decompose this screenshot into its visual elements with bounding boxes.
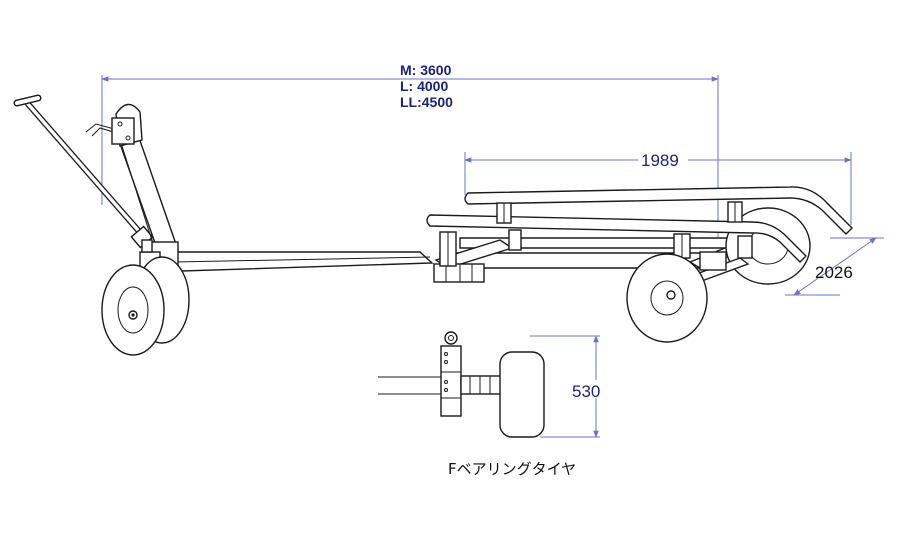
rail-support-3 [439, 231, 457, 267]
rail-support-2 [727, 201, 743, 223]
lower-rail [426, 214, 807, 263]
rail-length-label: 1989 [641, 151, 679, 170]
wheel-height-dimension: 530 [530, 335, 608, 438]
detail-caption: Fベアリングタイヤ [448, 460, 576, 478]
rear-wheel-near [626, 253, 708, 343]
steering-column [85, 103, 179, 258]
rail-support-4 [673, 233, 691, 259]
bearing-tire-detail [378, 331, 545, 438]
length-l-label: L: 4000 [400, 78, 448, 94]
length-ll-label: LL:4500 [400, 94, 453, 110]
length-m-label: M: 3600 [400, 62, 452, 78]
rail-support-6 [508, 229, 522, 251]
drawbar [149, 251, 434, 273]
tow-handle [13, 94, 154, 249]
rail-length-dimension: 1989 [464, 150, 852, 225]
front-wheel [101, 264, 165, 356]
overall-length-dimension: M: 3600 L: 4000 LL:4500 [101, 62, 719, 245]
wheel-height-label: 530 [572, 382, 600, 401]
rail-support-1 [496, 202, 512, 224]
rail-support-5 [737, 235, 753, 259]
width-dimension: 2026 [785, 237, 884, 296]
width-label: 2026 [815, 263, 853, 282]
upper-rail [464, 186, 853, 235]
